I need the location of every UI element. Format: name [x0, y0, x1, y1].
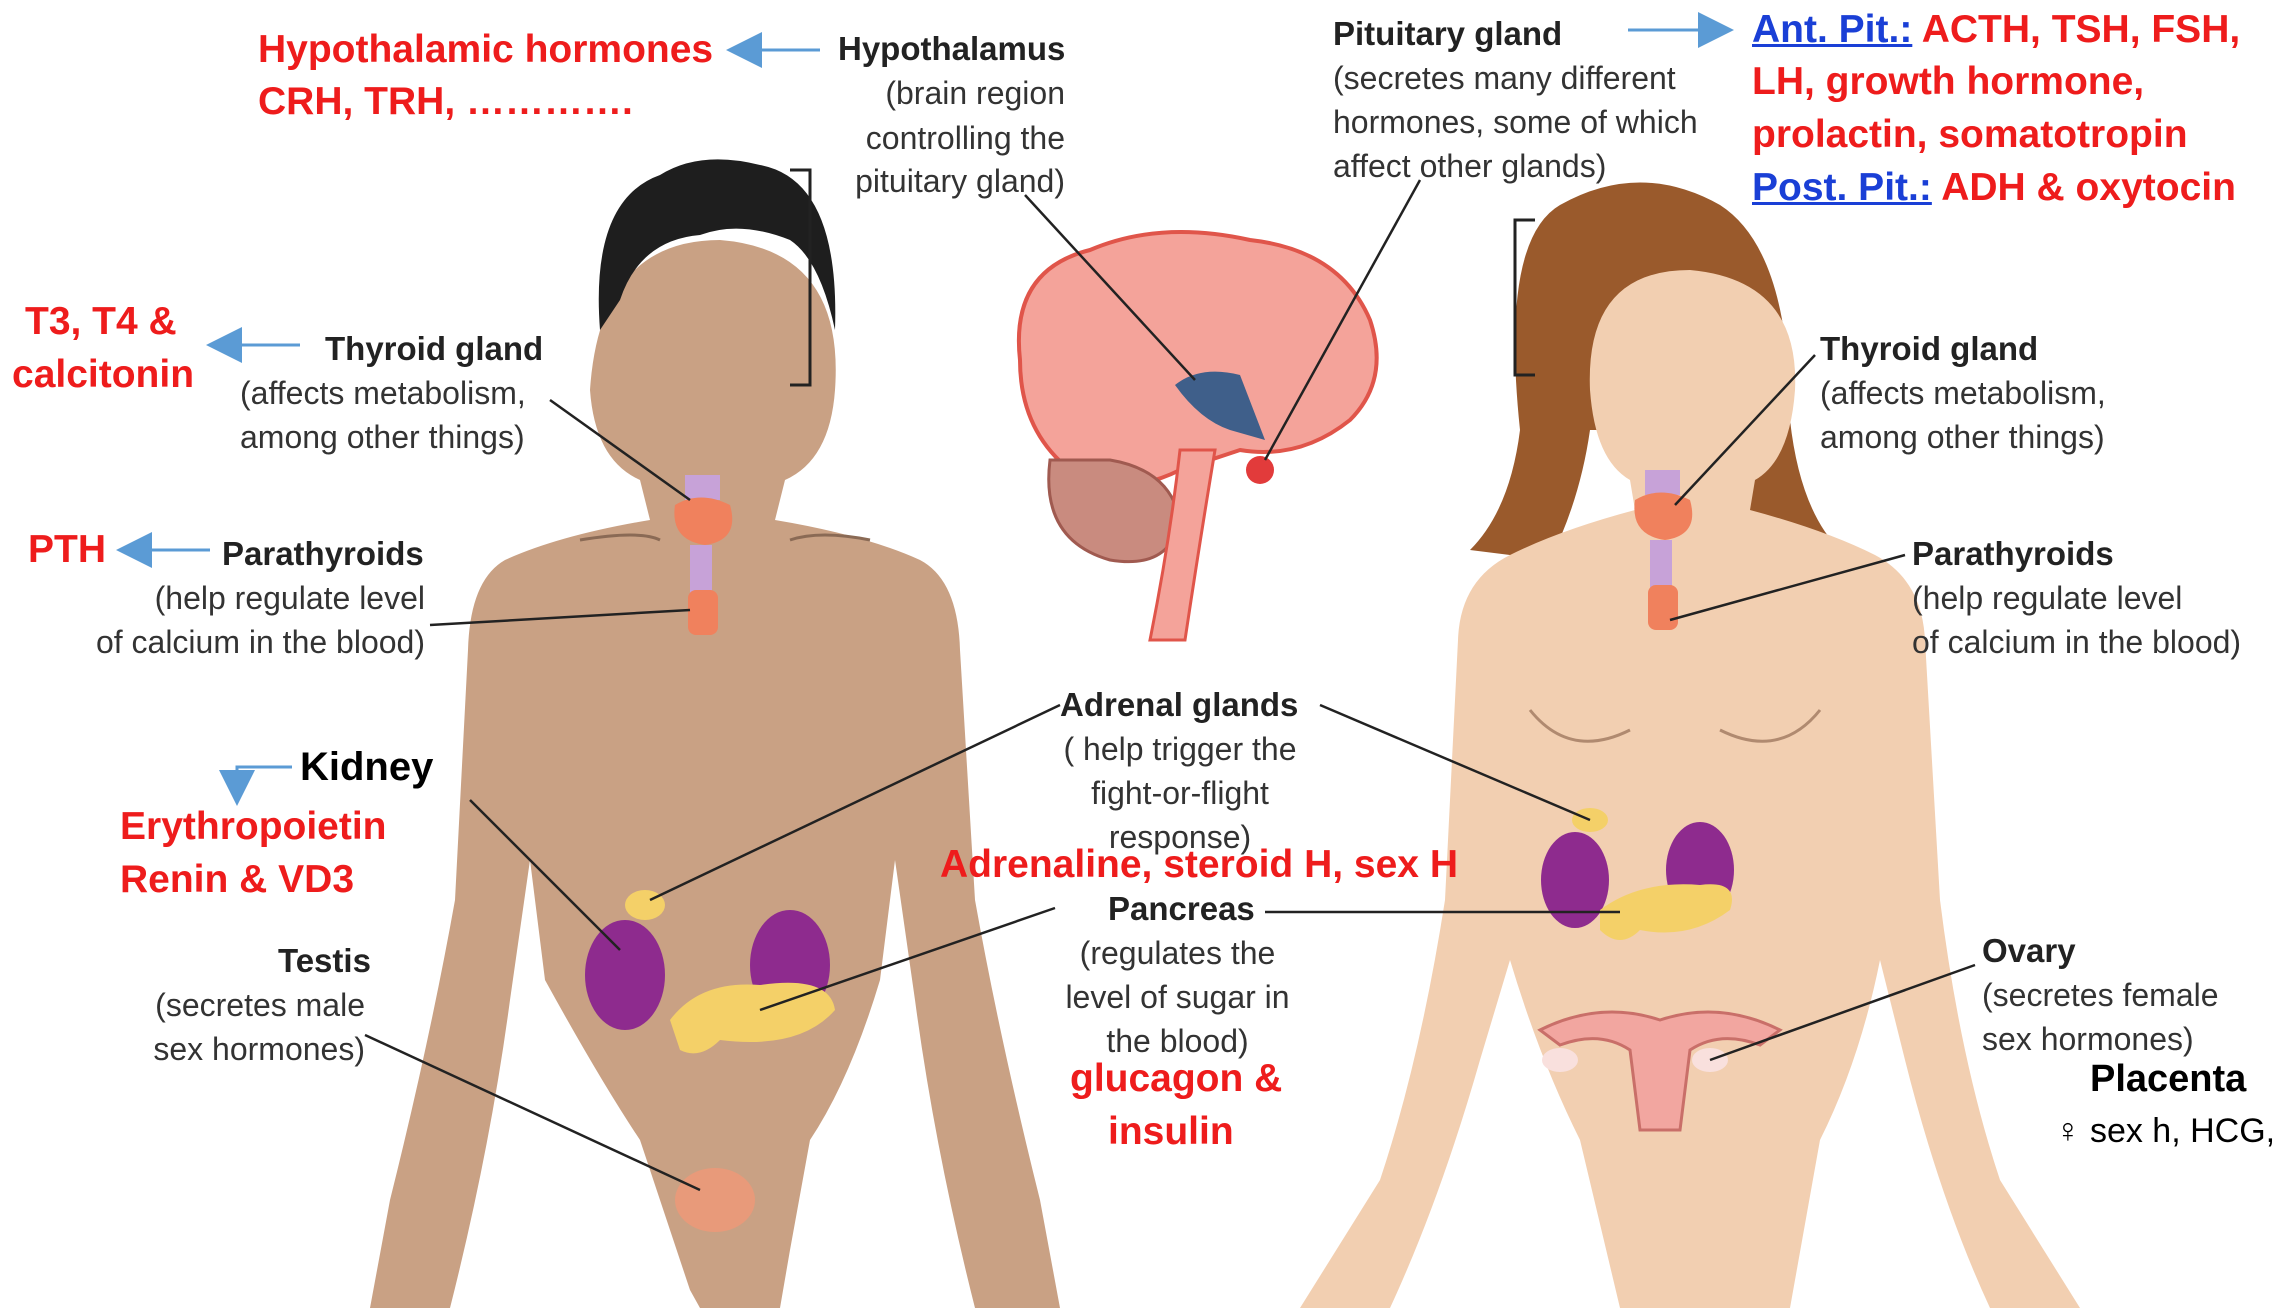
thyroid-hormones-1: T3, T4 &: [25, 300, 177, 344]
female-ovary-left: [1542, 1048, 1578, 1072]
pancreas-label: Pancreas: [1108, 890, 1255, 928]
thyroid-right-desc-1: (affects metabolism,: [1820, 375, 2106, 412]
hypothalamus-desc-2: controlling the: [866, 120, 1065, 157]
male-testis: [675, 1168, 755, 1232]
placenta-hormones: ♀ sex h, HCG,: [2055, 1112, 2275, 1151]
thyroid-right-desc-2: among other things): [1820, 419, 2105, 456]
pancreas-hormones-2: insulin: [1108, 1110, 1234, 1154]
pituitary-dot: [1246, 456, 1274, 484]
thyroid-hormones-2: calcitonin: [12, 353, 194, 397]
male-parathyroid: [688, 590, 718, 635]
ovary-desc-2: sex hormones): [1982, 1021, 2194, 1058]
kidney-hormones-1: Erythropoietin: [120, 805, 387, 849]
pancreas-hormones-1: glucagon &: [1070, 1057, 1282, 1101]
adrenal-label: Adrenal glands: [1060, 686, 1298, 724]
ovary-label: Ovary: [1982, 932, 2076, 970]
hypothalamic-hormones-title: Hypothalamic hormones: [258, 28, 713, 72]
hypothalamus-label: Hypothalamus: [838, 30, 1065, 68]
post-pit-hormones: ADH & oxytocin: [1932, 166, 2236, 209]
parathyroid-right-label: Parathyroids: [1912, 535, 2114, 573]
thyroid-left-desc-2: among other things): [240, 419, 525, 456]
hypothalamus-desc-1: (brain region: [885, 75, 1065, 112]
thyroid-right-label: Thyroid gland: [1820, 330, 2038, 368]
anterior-pituitary-line: Ant. Pit.: ACTH, TSH, FSH,: [1752, 8, 2240, 52]
pituitary-desc-3: affect other glands): [1333, 148, 1606, 185]
kidney-hormones-2: Renin & VD3: [120, 858, 354, 902]
ant-pit-label: Ant. Pit.:: [1752, 8, 1912, 51]
testis-desc-1: (secretes male: [155, 987, 365, 1024]
ant-pit-hormones-1: ACTH, TSH, FSH,: [1912, 8, 2240, 51]
post-pit-label: Post. Pit.:: [1752, 166, 1932, 209]
placenta-label: Placenta: [2090, 1058, 2246, 1101]
parathyroid-right-desc-1: (help regulate level: [1912, 580, 2182, 617]
female-parathyroid: [1648, 585, 1678, 630]
thyroid-left-label: Thyroid gland: [325, 330, 543, 368]
testis-label: Testis: [278, 942, 371, 980]
adrenal-hormones: Adrenaline, steroid H, sex H: [940, 843, 1458, 887]
parathyroid-left-desc-2: of calcium in the blood): [96, 624, 425, 661]
testis-desc-2: sex hormones): [153, 1031, 365, 1068]
adrenal-desc-1: ( help trigger the: [1040, 731, 1320, 768]
pituitary-desc-1: (secretes many different: [1333, 60, 1676, 97]
pancreas-desc-1: (regulates the: [1040, 935, 1315, 972]
kidney-arrow: [237, 767, 292, 800]
hypothalamic-hormones-list: CRH, TRH, ………….: [258, 80, 633, 124]
parathyroid-right-desc-2: of calcium in the blood): [1912, 624, 2241, 661]
pancreas-desc-2: level of sugar in: [1040, 979, 1315, 1016]
thyroid-left-desc-1: (affects metabolism,: [240, 375, 526, 412]
female-kidney-left: [1541, 832, 1609, 928]
parathyroid-left-label: Parathyroids: [222, 535, 424, 573]
parathyroid-hormone: PTH: [28, 528, 106, 572]
posterior-pituitary-line: Post. Pit.: ADH & oxytocin: [1752, 166, 2236, 210]
kidney-label: Kidney: [300, 745, 433, 790]
ant-pit-hormones-3: prolactin, somatotropin: [1752, 113, 2188, 157]
pituitary-label: Pituitary gland: [1333, 15, 1562, 53]
brain-cerebrum: [1019, 232, 1377, 485]
male-kidney-left: [585, 920, 665, 1030]
brain-diagram: [1019, 232, 1377, 640]
parathyroid-left-desc-1: (help regulate level: [155, 580, 425, 617]
pancreas-desc-3: the blood): [1040, 1023, 1315, 1060]
hypothalamus-desc-3: pituitary gland): [855, 163, 1065, 200]
pituitary-desc-2: hormones, some of which: [1333, 104, 1698, 141]
ant-pit-hormones-2: LH, growth hormone,: [1752, 60, 2144, 104]
ovary-desc-1: (secretes female: [1982, 977, 2219, 1014]
adrenal-desc-2: fight-or-flight: [1040, 775, 1320, 812]
